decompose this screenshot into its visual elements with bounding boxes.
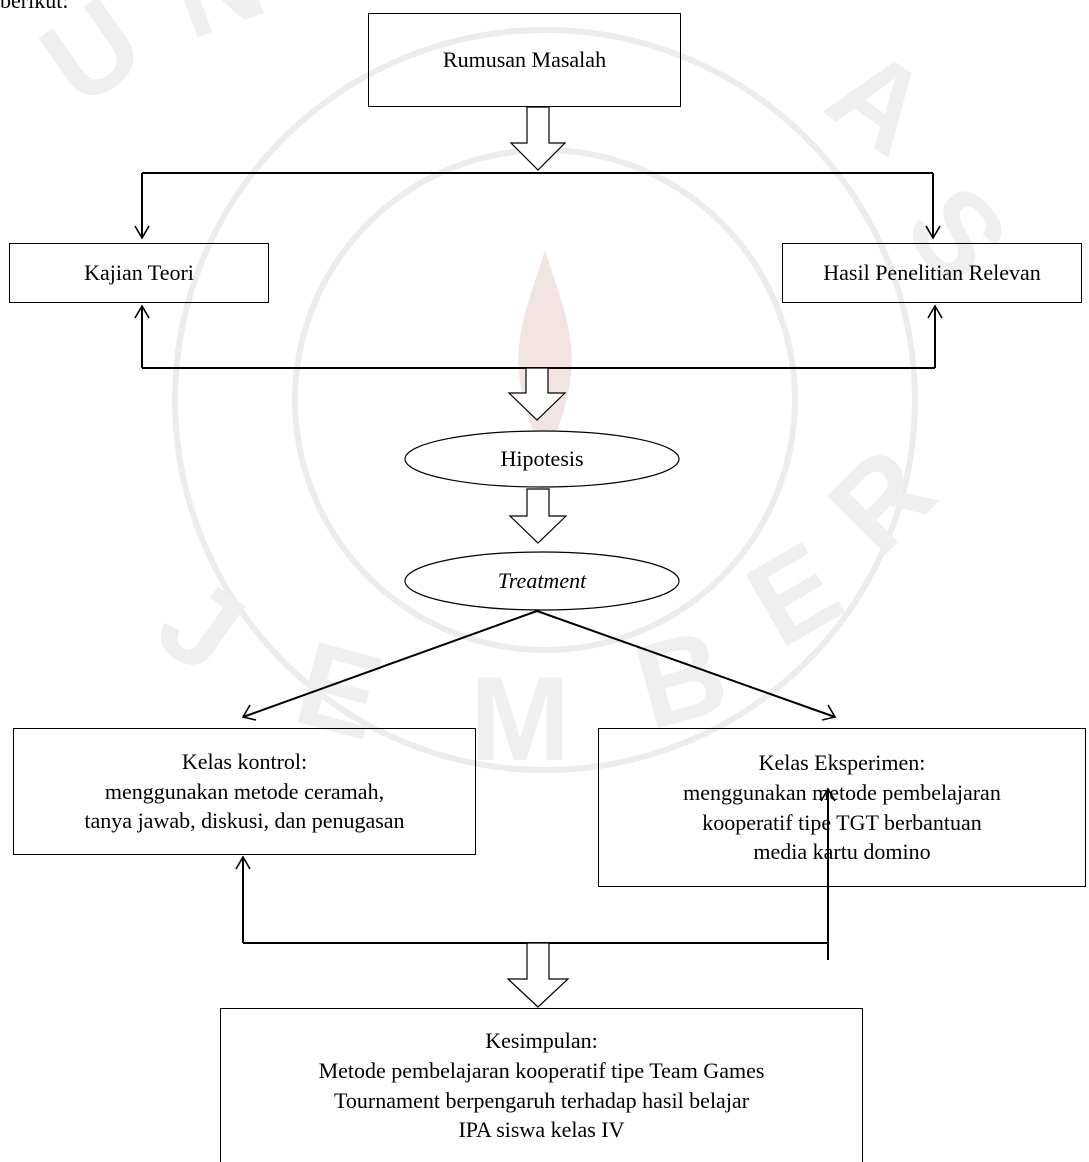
kelas-kontrol-box: Kelas kontrol: menggunakan metode cerama… bbox=[13, 728, 476, 855]
kelas-kontrol-line2: tanya jawab, diskusi, dan penugasan bbox=[84, 808, 405, 834]
kelas-kontrol-line1: menggunakan metode ceramah, bbox=[104, 778, 385, 804]
kelas-kontrol-title: Kelas kontrol: bbox=[181, 748, 308, 774]
rumusan-masalah-box: Rumusan Masalah bbox=[368, 13, 681, 107]
hasil-penelitian-relevan-label: Hasil Penelitian Relevan bbox=[823, 260, 1041, 286]
kesimpulan-title: Kesimpulan: bbox=[485, 1028, 598, 1054]
kesimpulan-line2: Tournament berpengaruh terhadap hasil be… bbox=[333, 1087, 750, 1113]
rumusan-masalah-label: Rumusan Masalah bbox=[442, 47, 607, 73]
hipotesis-label: Hipotesis bbox=[500, 446, 584, 471]
kajian-teori-box: Kajian Teori bbox=[9, 243, 269, 303]
kesimpulan-line3: IPA siswa kelas IV bbox=[458, 1117, 625, 1143]
hipotesis-ellipse bbox=[404, 430, 680, 488]
kelas-eksperimen-line3: media kartu domino bbox=[753, 839, 931, 865]
arrow-to-kelas-eksperimen bbox=[536, 610, 836, 718]
kesimpulan-box: Kesimpulan: Metode pembelajaran kooperat… bbox=[220, 1008, 863, 1162]
hasil-penelitian-relevan-box: Hasil Penelitian Relevan bbox=[782, 243, 1082, 303]
kesimpulan-line1: Metode pembelajaran kooperatif tipe Team… bbox=[318, 1057, 765, 1083]
block-arrow-to-kesimpulan bbox=[506, 942, 570, 1008]
block-arrow-to-hipotesis bbox=[507, 367, 567, 421]
kelas-eksperimen-title: Kelas Eksperimen: bbox=[758, 750, 926, 776]
kelas-eksperimen-line1: menggunakan metode pembelajaran bbox=[683, 779, 1001, 805]
kelas-eksperimen-line2: kooperatif tipe TGT berbantuan bbox=[702, 809, 982, 835]
preceding-text-fragment: berikut: bbox=[0, 0, 69, 13]
treatment-label: Treatment bbox=[497, 568, 587, 593]
arrow-to-kelas-kontrol bbox=[242, 610, 538, 718]
block-arrow-to-treatment bbox=[508, 488, 568, 544]
treatment-ellipse bbox=[404, 551, 680, 611]
kajian-teori-label: Kajian Teori bbox=[84, 260, 194, 286]
kelas-eksperimen-box: Kelas Eksperimen: menggunakan metode pem… bbox=[598, 728, 1086, 887]
block-arrow-rumusan-down bbox=[509, 106, 567, 171]
